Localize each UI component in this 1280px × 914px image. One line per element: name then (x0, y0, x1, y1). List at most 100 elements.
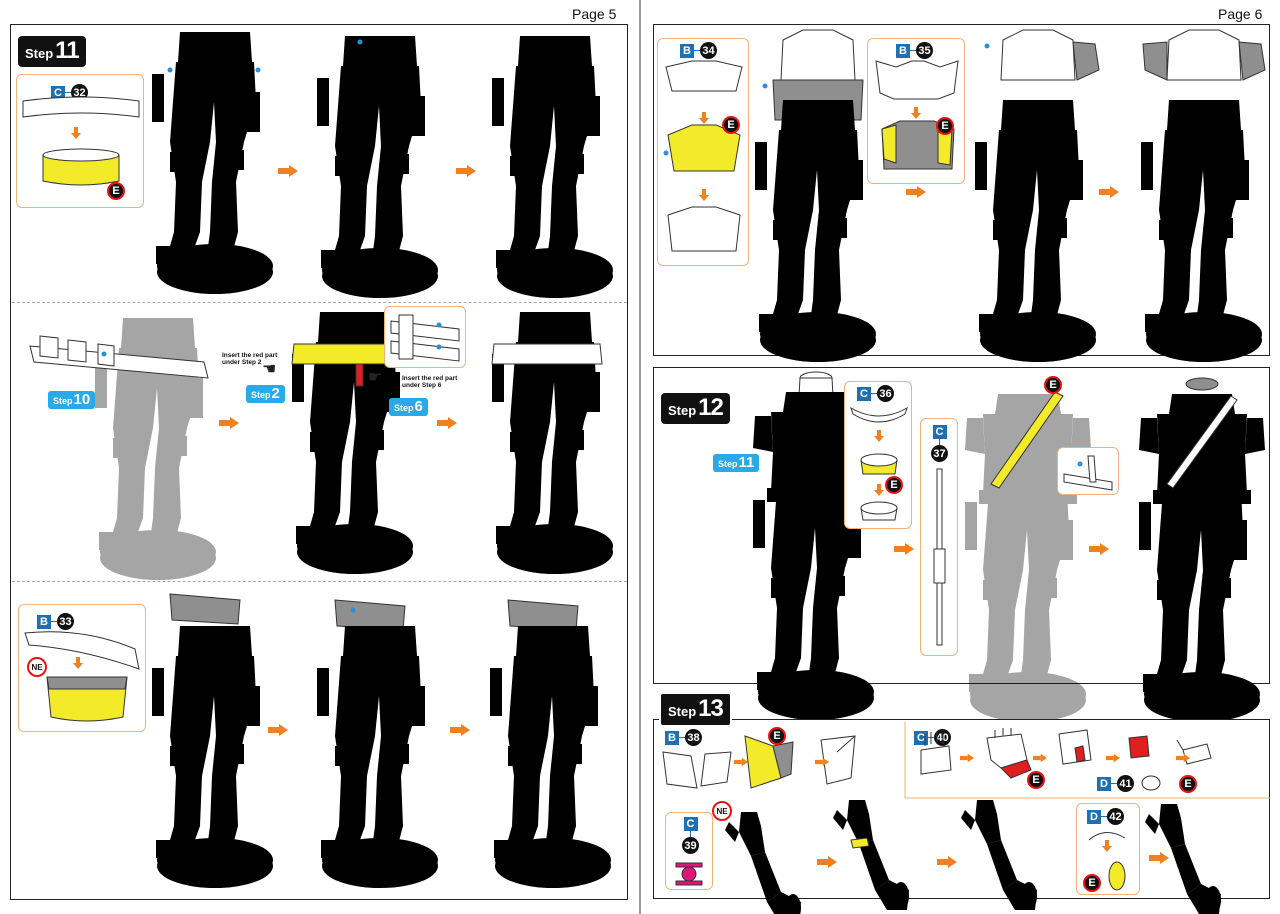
part-number: 36 (877, 385, 894, 402)
sub-assembly-divider (904, 722, 1270, 799)
step-number: 12 (698, 394, 724, 421)
part-number: 42 (1107, 808, 1124, 825)
hip-part-figure (24, 631, 140, 722)
sheet-letter: B (680, 43, 694, 58)
sheet-letter: B (896, 43, 910, 58)
assembly-figure-hip-c (490, 599, 611, 888)
orange-arrow-icon (734, 757, 748, 767)
orange-arrow-icon (1106, 753, 1120, 763)
orange-arrow-icon (960, 753, 974, 763)
orange-arrow-icon (699, 189, 709, 201)
assembly-figure-strap (965, 391, 1091, 722)
step-word: Step (668, 704, 697, 719)
orange-arrow-icon (1149, 852, 1169, 864)
part-number: 37 (931, 445, 948, 462)
step-number: 11 (738, 454, 755, 471)
collar-part-figure (850, 406, 908, 521)
tool-e-badge: E (1027, 771, 1045, 789)
belt-detail-figure (390, 314, 460, 362)
pointing-hand-icon: ☛ (368, 369, 383, 386)
tool-e-badge: E (1083, 874, 1101, 892)
tool-e-badge: E (1179, 775, 1197, 793)
assembly-figure-chest-c (1141, 29, 1266, 362)
tool-e-badge: E (107, 182, 125, 200)
cuff-part-figure (1088, 832, 1126, 891)
step-13-badge: Step 13 (659, 692, 732, 727)
step-word: Step (394, 403, 414, 413)
detail-inset-belt (384, 306, 466, 368)
sheet-letter: D (1087, 809, 1101, 824)
step-word: Step (668, 403, 697, 418)
part-ref-d42: D 42 (1087, 808, 1124, 825)
orange-arrow-icon (699, 112, 709, 124)
connector-part-figure (675, 862, 703, 886)
assembly-figure-11b (317, 36, 438, 298)
part-number: 38 (685, 729, 702, 746)
chest-part-figure (663, 60, 743, 252)
step-number: 10 (73, 391, 91, 408)
assembly-figure-chest-b (975, 29, 1100, 362)
ring-part-figure (1141, 775, 1161, 791)
part-number: 35 (916, 42, 933, 59)
step-number: 11 (55, 37, 79, 64)
orange-arrow-icon (450, 724, 470, 736)
step-word: Step (251, 390, 271, 400)
tool-ne-badge: NE (712, 801, 732, 821)
orange-arrow-icon (911, 107, 921, 119)
assembly-figure-10-faded (29, 318, 216, 580)
section-divider (12, 302, 627, 303)
page-number: Page 5 (572, 6, 617, 22)
assembly-figure-chest-a (755, 29, 876, 362)
assembly-figure-hip-b (317, 599, 438, 888)
glove-part-figures (662, 735, 856, 789)
step-11-badge: Step 11 (18, 36, 86, 67)
part-inset-42: D 42 E (1076, 803, 1140, 895)
assembly-figure-hip-a (152, 593, 273, 888)
orange-arrow-icon (1176, 753, 1190, 763)
page-number: Page 6 (1218, 6, 1263, 22)
orange-arrow-icon (874, 430, 884, 442)
back-part-figure (875, 60, 959, 170)
tool-e-badge: E (722, 116, 740, 134)
orange-arrow-icon (817, 856, 837, 868)
section-divider (12, 581, 627, 582)
orange-arrow-icon (1033, 753, 1047, 763)
orange-arrow-icon (906, 186, 926, 198)
step-word: Step (25, 46, 54, 61)
orange-arrow-icon (1102, 840, 1112, 852)
insert-note-step-6: Insert the red part under Step 6 (402, 375, 458, 389)
sheet-letter: B (37, 614, 51, 629)
band-part-figure (22, 96, 140, 186)
orange-arrow-icon (874, 484, 884, 496)
tool-e-badge: E (768, 727, 786, 745)
assembly-figure-belt-done (491, 312, 613, 574)
orange-arrow-icon (894, 543, 914, 555)
tool-e-badge: E (885, 476, 903, 494)
orange-arrow-icon (1089, 543, 1109, 555)
orange-arrow-icon (437, 417, 457, 429)
step-number: 2 (271, 385, 280, 402)
pointing-hand-icon: ☚ (262, 361, 277, 378)
orange-arrow-icon (219, 417, 239, 429)
assembly-figure-11c (492, 36, 613, 298)
sheet-letter: C (683, 817, 698, 831)
assembly-figure-belt (291, 312, 413, 574)
orange-arrow-icon (815, 757, 829, 767)
orange-arrow-icon (268, 724, 288, 736)
sheet-letter: D (1097, 776, 1111, 791)
